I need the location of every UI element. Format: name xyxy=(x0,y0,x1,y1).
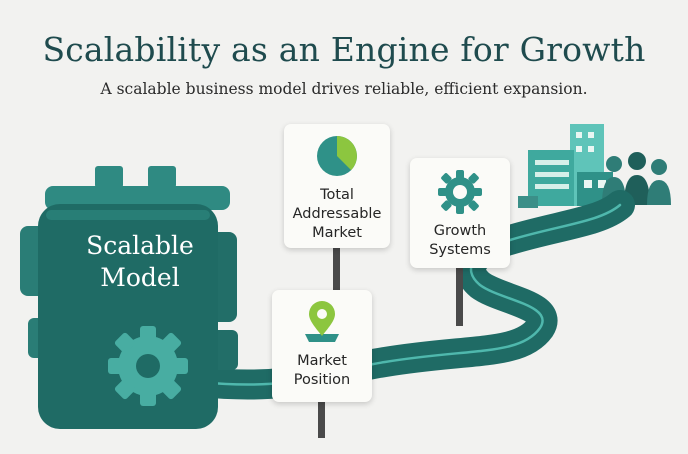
position-label-line1: Market xyxy=(297,353,347,369)
map-pin-icon xyxy=(305,301,339,342)
tam-label-line2: Addressable xyxy=(292,206,382,222)
city-skyline-icon xyxy=(518,124,613,208)
tam-signpost xyxy=(333,248,340,310)
growth-signpost xyxy=(456,268,463,326)
position-card: Market Position xyxy=(272,290,372,402)
growth-card: Growth Systems xyxy=(410,158,510,268)
pie-chart-icon xyxy=(317,136,357,176)
position-card-label: Market Position xyxy=(272,352,372,390)
tam-label-line1: Total xyxy=(320,187,354,203)
tam-card: Total Addressable Market xyxy=(284,124,390,248)
position-label-line2: Position xyxy=(293,372,351,388)
page-subtitle: A scalable business model drives reliabl… xyxy=(100,80,588,98)
growth-card-label: Growth Systems xyxy=(410,222,510,260)
page-title: Scalability as an Engine for Growth xyxy=(42,30,646,69)
tam-label-line3: Market xyxy=(312,225,362,241)
gear-icon xyxy=(438,170,482,214)
growth-label-line1: Growth xyxy=(433,223,487,239)
position-signpost xyxy=(318,400,325,438)
engine-label-line1: Scalable xyxy=(86,231,194,260)
growth-label-line2: Systems xyxy=(429,242,491,258)
tam-card-label: Total Addressable Market xyxy=(284,186,390,243)
engine-label: Scalable Model xyxy=(55,230,225,294)
engine-label-line2: Model xyxy=(100,263,180,292)
engine-gear-icon xyxy=(108,326,188,406)
